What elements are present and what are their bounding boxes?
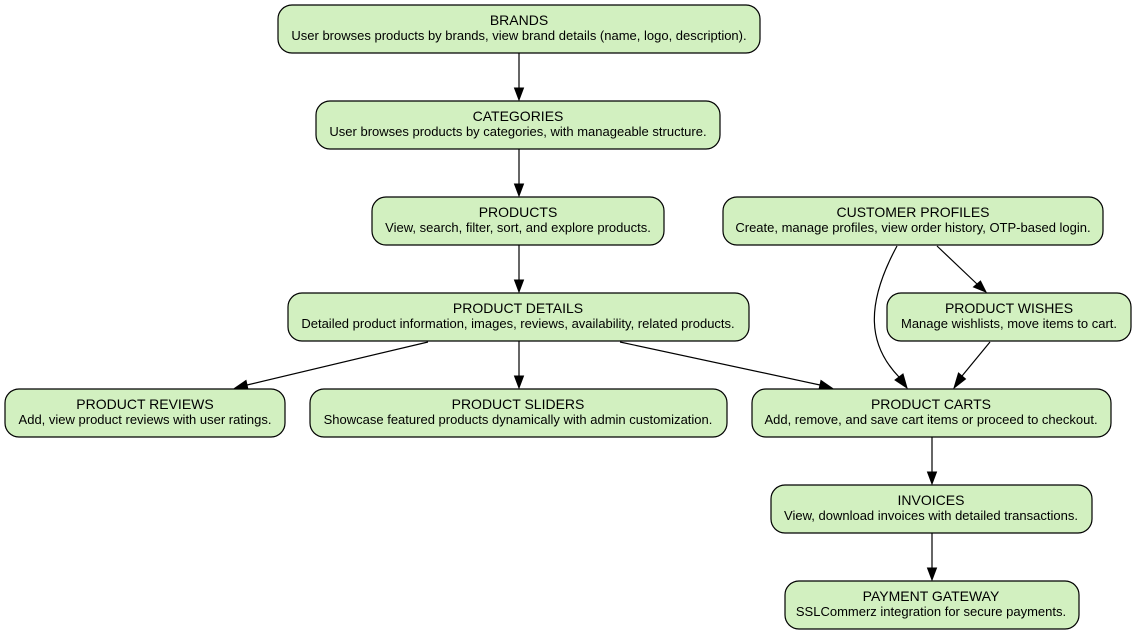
node-product-details-desc: Detailed product information, images, re… <box>301 316 734 331</box>
node-products-desc: View, search, filter, sort, and explore … <box>385 220 651 235</box>
edge-products-to-product-details <box>513 245 525 294</box>
edge-customer-profiles-to-product-wishes <box>936 245 988 293</box>
node-brands-title: BRANDS <box>490 12 548 28</box>
node-product-carts: PRODUCT CARTS Add, remove, and save cart… <box>751 388 1112 438</box>
node-categories-desc: User browses products by categories, wit… <box>329 124 706 139</box>
node-product-reviews-title: PRODUCT REVIEWS <box>76 396 213 412</box>
node-product-sliders-desc: Showcase featured products dynamically w… <box>324 412 713 427</box>
node-categories-title: CATEGORIES <box>473 108 564 124</box>
node-product-details-title: PRODUCT DETAILS <box>453 300 583 316</box>
node-customer-profiles-title: CUSTOMER PROFILES <box>837 204 990 220</box>
node-product-carts-title: PRODUCT CARTS <box>871 396 991 412</box>
node-invoices-title: INVOICES <box>898 492 965 508</box>
node-invoices-desc: View, download invoices with detailed tr… <box>784 508 1078 523</box>
node-customer-profiles-desc: Create, manage profiles, view order hist… <box>735 220 1090 235</box>
node-product-sliders: PRODUCT SLIDERS Showcase featured produc… <box>309 388 728 438</box>
edge-product-wishes-to-product-carts <box>953 341 991 390</box>
node-product-reviews-desc: Add, view product reviews with user rati… <box>19 412 272 427</box>
edge-invoices-to-payment-gateway <box>926 533 938 582</box>
node-products: PRODUCTS View, search, filter, sort, and… <box>371 196 665 246</box>
edge-brands-to-categories <box>513 53 525 102</box>
node-categories: CATEGORIES User browses products by cate… <box>315 100 721 150</box>
node-products-title: PRODUCTS <box>479 204 558 220</box>
node-customer-profiles: CUSTOMER PROFILES Create, manage profile… <box>722 196 1104 246</box>
node-brands: BRANDS User browses products by brands, … <box>277 4 761 54</box>
node-product-reviews: PRODUCT REVIEWS Add, view product review… <box>4 388 286 438</box>
node-brands-desc: User browses products by brands, view br… <box>291 28 746 43</box>
node-payment-gateway-desc: SSLCommerz integration for secure paymen… <box>796 604 1066 619</box>
node-payment-gateway: PAYMENT GATEWAY SSLCommerz integration f… <box>784 580 1080 630</box>
edge-categories-to-products <box>513 149 525 198</box>
node-product-carts-desc: Add, remove, and save cart items or proc… <box>764 412 1097 427</box>
node-product-sliders-title: PRODUCT SLIDERS <box>452 396 585 412</box>
node-payment-gateway-title: PAYMENT GATEWAY <box>863 588 1000 604</box>
node-product-wishes-desc: Manage wishlists, move items to cart. <box>901 316 1117 331</box>
edge-product-details-to-product-sliders <box>513 341 525 390</box>
node-invoices: INVOICES View, download invoices with de… <box>770 484 1093 534</box>
node-product-details: PRODUCT DETAILS Detailed product informa… <box>287 292 750 342</box>
edge-product-details-to-product-carts <box>619 341 834 391</box>
edge-product-carts-to-invoices <box>926 437 938 486</box>
edge-product-details-to-product-reviews <box>233 341 429 391</box>
edge-customer-profiles-to-product-carts <box>873 245 908 390</box>
node-product-wishes: PRODUCT WISHES Manage wishlists, move it… <box>886 292 1132 342</box>
node-product-wishes-title: PRODUCT WISHES <box>945 300 1073 316</box>
edges <box>233 53 991 582</box>
